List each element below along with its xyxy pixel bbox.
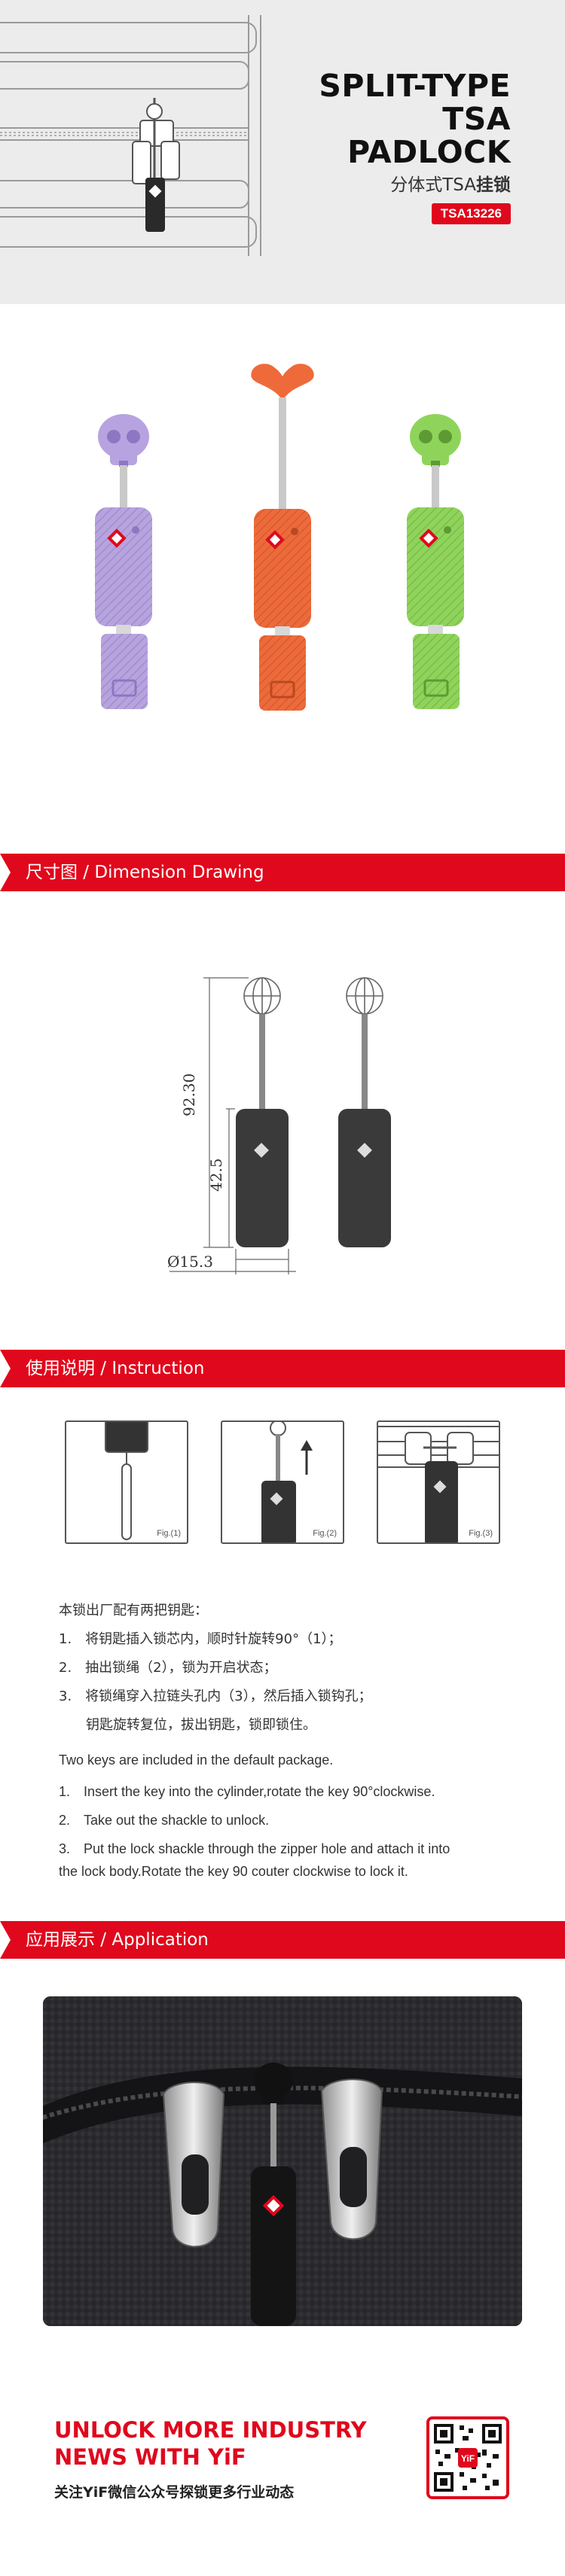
orange-heart-lock xyxy=(251,364,314,711)
instruction-cn-step-3: 3. 将锁绳穿入拉链头孔内（3），然后插入锁钩孔； xyxy=(59,1688,372,1704)
hero-title-line-3: PADLOCK xyxy=(347,134,511,170)
luggage-lock-illustration xyxy=(0,15,261,256)
instruction-en-step-3-cont: the lock body.Rotate the key 90 couter c… xyxy=(59,1864,408,1879)
footer-title-line-2: NEWS WITH YiF xyxy=(54,2444,246,2470)
key-insert-illustration xyxy=(105,1422,148,1540)
instruction-en-step-3: 3. Put the lock shackle through the zipp… xyxy=(59,1841,450,1856)
figure-1-label: Fig.(1) xyxy=(157,1529,181,1538)
hero-subtitle-prefix: 分体式TSA xyxy=(390,175,476,195)
dim-diameter: Ø15.3 xyxy=(167,1253,213,1271)
footer-subtitle: 关注YiF微信公众号探锁更多行业动态 xyxy=(54,2484,295,2501)
hero-subtitle: 分体式TSA挂锁 xyxy=(390,170,511,196)
instruction-cn-intro: 本锁出厂配有两把钥匙： xyxy=(59,1603,208,1618)
section-bar-application: 应用展示 / Application xyxy=(0,1921,565,1959)
section-bar-arrow xyxy=(0,854,11,891)
luggage-zipper-photo xyxy=(43,1996,522,2326)
wechat-qr-code[interactable]: YiF xyxy=(426,2416,509,2499)
product-lineup xyxy=(0,304,565,854)
dim-body-height: 42.5 xyxy=(207,1158,225,1192)
instruction-figures: Fig.(1) Fig.(2) Fig.(3) xyxy=(0,1389,565,1544)
section-bar-instruction: 使用说明 / Instruction xyxy=(0,1350,565,1387)
shackle-unlock-illustration xyxy=(261,1422,313,1542)
figure-3: Fig.(3) xyxy=(377,1420,500,1544)
application-photo xyxy=(43,1996,522,2326)
hero-title: SPLIT-TYPE TSA PADLOCK xyxy=(319,69,511,169)
figure-2: Fig.(2) xyxy=(221,1420,344,1544)
instruction-en-step-2: 2. Take out the shackle to unlock. xyxy=(59,1813,270,1828)
footer-title: UNLOCK MORE INDUSTRY NEWS WITH YiF xyxy=(54,2416,367,2471)
section-title-dimension: 尺寸图 / Dimension Drawing xyxy=(26,863,264,882)
figure-2-label: Fig.(2) xyxy=(313,1529,337,1538)
qr-code-icon: YiF xyxy=(429,2419,506,2496)
section-bar-arrow xyxy=(0,1350,11,1387)
dim-total-height: 92.30 xyxy=(180,1073,198,1116)
hero-title-line-2: TSA xyxy=(442,101,511,137)
instruction-en-intro: Two keys are included in the default pac… xyxy=(59,1752,334,1768)
instruction-cn-step-2: 2. 抽出锁绳（2），锁为开启状态； xyxy=(59,1660,277,1676)
zipper-lock-illustration xyxy=(378,1426,499,1542)
model-badge: TSA13226 xyxy=(431,203,511,224)
section-bar-arrow xyxy=(0,1921,11,1959)
dimension-drawing-illustration: 92.30 42.5 Ø15.3 xyxy=(167,977,391,1274)
section-title-instruction: 使用说明 / Instruction xyxy=(26,1359,205,1378)
instruction-cn-step-1: 1. 将钥匙插入锁芯内，顺时针旋转90°（1）； xyxy=(59,1631,342,1647)
footer-title-line-1: UNLOCK MORE INDUSTRY xyxy=(54,2417,367,2443)
figure-1: Fig.(1) xyxy=(65,1420,188,1544)
instruction-en-step-1: 1. Insert the key into the cylinder,rota… xyxy=(59,1784,435,1799)
section-title-application: 应用展示 / Application xyxy=(26,1930,209,1950)
instruction-cn-step-3-cont: 钥匙旋转复位，拔出钥匙，锁即锁住。 xyxy=(59,1717,316,1733)
lavender-skull-lock xyxy=(95,414,152,709)
dimension-drawing: 92.30 42.5 Ø15.3 xyxy=(0,906,565,1350)
hero-banner: SPLIT-TYPE TSA PADLOCK 分体式TSA挂锁 TSA13226 xyxy=(0,0,565,304)
green-skull-lock xyxy=(407,414,464,709)
qr-logo-text: YiF xyxy=(461,2453,475,2464)
hero-title-line-1: SPLIT-TYPE xyxy=(319,68,511,104)
hero-subtitle-bold: 挂锁 xyxy=(476,175,511,195)
section-bar-dimension: 尺寸图 / Dimension Drawing xyxy=(0,854,565,891)
figure-3-label: Fig.(3) xyxy=(469,1529,493,1538)
product-lineup-illustration xyxy=(95,364,464,711)
